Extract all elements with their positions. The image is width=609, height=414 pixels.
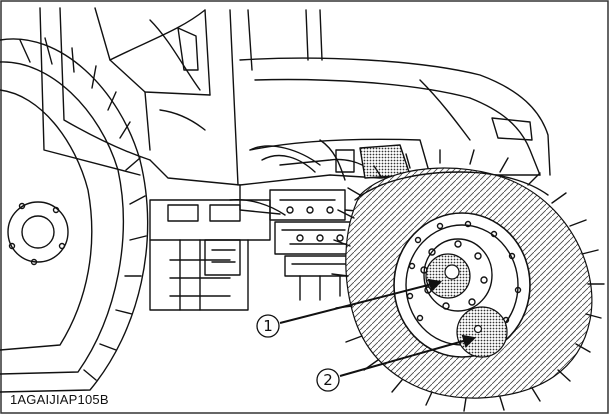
front-frame [149, 199, 271, 311]
callout-1: 1 [256, 314, 280, 338]
front-fender [354, 171, 549, 201]
lower-bolt [473, 324, 483, 334]
figure-code: 1AGAIJIAP105B [10, 392, 109, 407]
callout-1-label: 1 [263, 317, 273, 335]
tractor-linework [0, 7, 605, 412]
hub-center [444, 264, 460, 280]
rear-tire [0, 37, 149, 393]
lower-rim-area [456, 306, 508, 358]
cab [39, 7, 323, 186]
callout-2-label: 2 [323, 371, 333, 389]
callout-leaders [279, 278, 477, 377]
callout-2: 2 [316, 368, 340, 392]
